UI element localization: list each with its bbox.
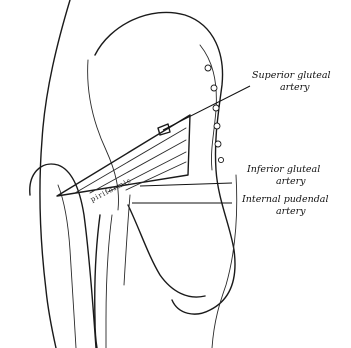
inferior-gluteal-artery-label: Inferior gluteal artery (246, 164, 323, 187)
superior-gluteal-artery-label: Superior gluteal artery (252, 70, 334, 93)
sciatic-nerve-inner (106, 215, 112, 348)
inferior-gluteal-vessel (124, 195, 130, 285)
ischium-outline (128, 205, 205, 297)
sciatic-nerve (95, 215, 100, 348)
body-outline-left (40, 0, 70, 348)
leader-superior-gluteal (163, 86, 250, 130)
internal-pudendal-artery-label: Internal pudendal artery (241, 194, 332, 217)
greater-trochanter (58, 185, 76, 348)
pudendal-artery-line (212, 175, 237, 348)
sacral-foramina (205, 65, 224, 163)
